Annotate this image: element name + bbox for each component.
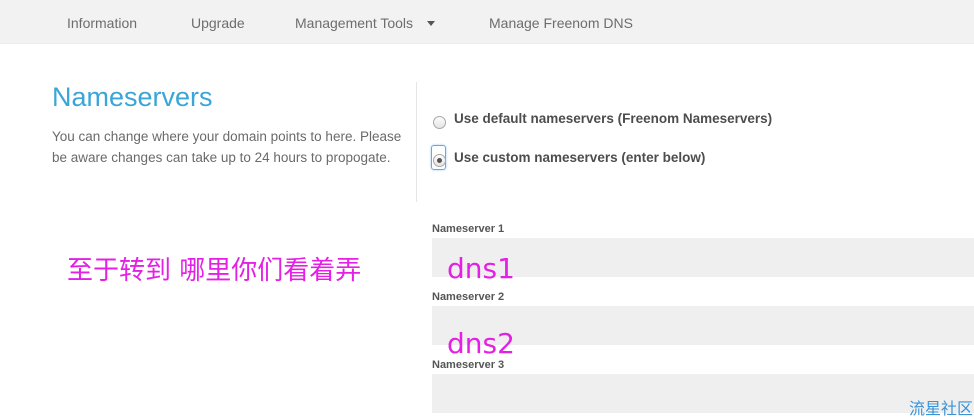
nameserver-3-input[interactable] bbox=[432, 374, 974, 413]
watermark: 流星社区 bbox=[909, 401, 974, 418]
annotation-dns2: dns2 bbox=[447, 327, 515, 360]
annotation-note: 至于转到 哪里你们看着弄 bbox=[67, 256, 362, 286]
custom-nameservers-label: Use custom nameservers (enter below) bbox=[454, 150, 706, 165]
top-navigation: Information Upgrade Management Tools Man… bbox=[0, 0, 974, 44]
section-description: You can change where your domain points … bbox=[52, 129, 402, 165]
nav-item-label: Information bbox=[67, 15, 138, 31]
default-nameservers-option[interactable]: Use default nameservers (Freenom Nameser… bbox=[431, 111, 851, 129]
default-nameservers-label: Use default nameservers (Freenom Nameser… bbox=[454, 111, 773, 126]
nameserver-2-label: Nameserver 2 bbox=[432, 291, 505, 303]
page-title: Nameservers bbox=[52, 82, 213, 112]
nav-item-label: Manage Freenom DNS bbox=[489, 15, 633, 31]
nameserver-3-label: Nameserver 3 bbox=[432, 359, 505, 371]
nav-item-manage-freenom-dns[interactable]: Manage Freenom DNS bbox=[489, 0, 633, 43]
nav-item-upgrade[interactable]: Upgrade bbox=[191, 0, 245, 43]
nav-item-management-tools[interactable]: Management Tools bbox=[295, 0, 436, 43]
nameserver-1-input[interactable] bbox=[432, 238, 974, 277]
nav-item-label: Management Tools bbox=[295, 15, 414, 31]
column-divider bbox=[416, 82, 417, 202]
default-nameservers-radio[interactable] bbox=[433, 116, 446, 129]
nameserver-2-input[interactable] bbox=[432, 306, 974, 345]
nameserver-1-label: Nameserver 1 bbox=[432, 223, 505, 235]
custom-nameservers-option[interactable]: Use custom nameservers (enter below) bbox=[431, 145, 851, 170]
nav-item-information[interactable]: Information bbox=[67, 0, 137, 43]
caret-down-icon bbox=[427, 20, 436, 26]
nav-item-label: Upgrade bbox=[191, 15, 245, 31]
annotation-dns1: dns1 bbox=[447, 252, 515, 285]
custom-nameservers-radio[interactable] bbox=[433, 154, 446, 167]
